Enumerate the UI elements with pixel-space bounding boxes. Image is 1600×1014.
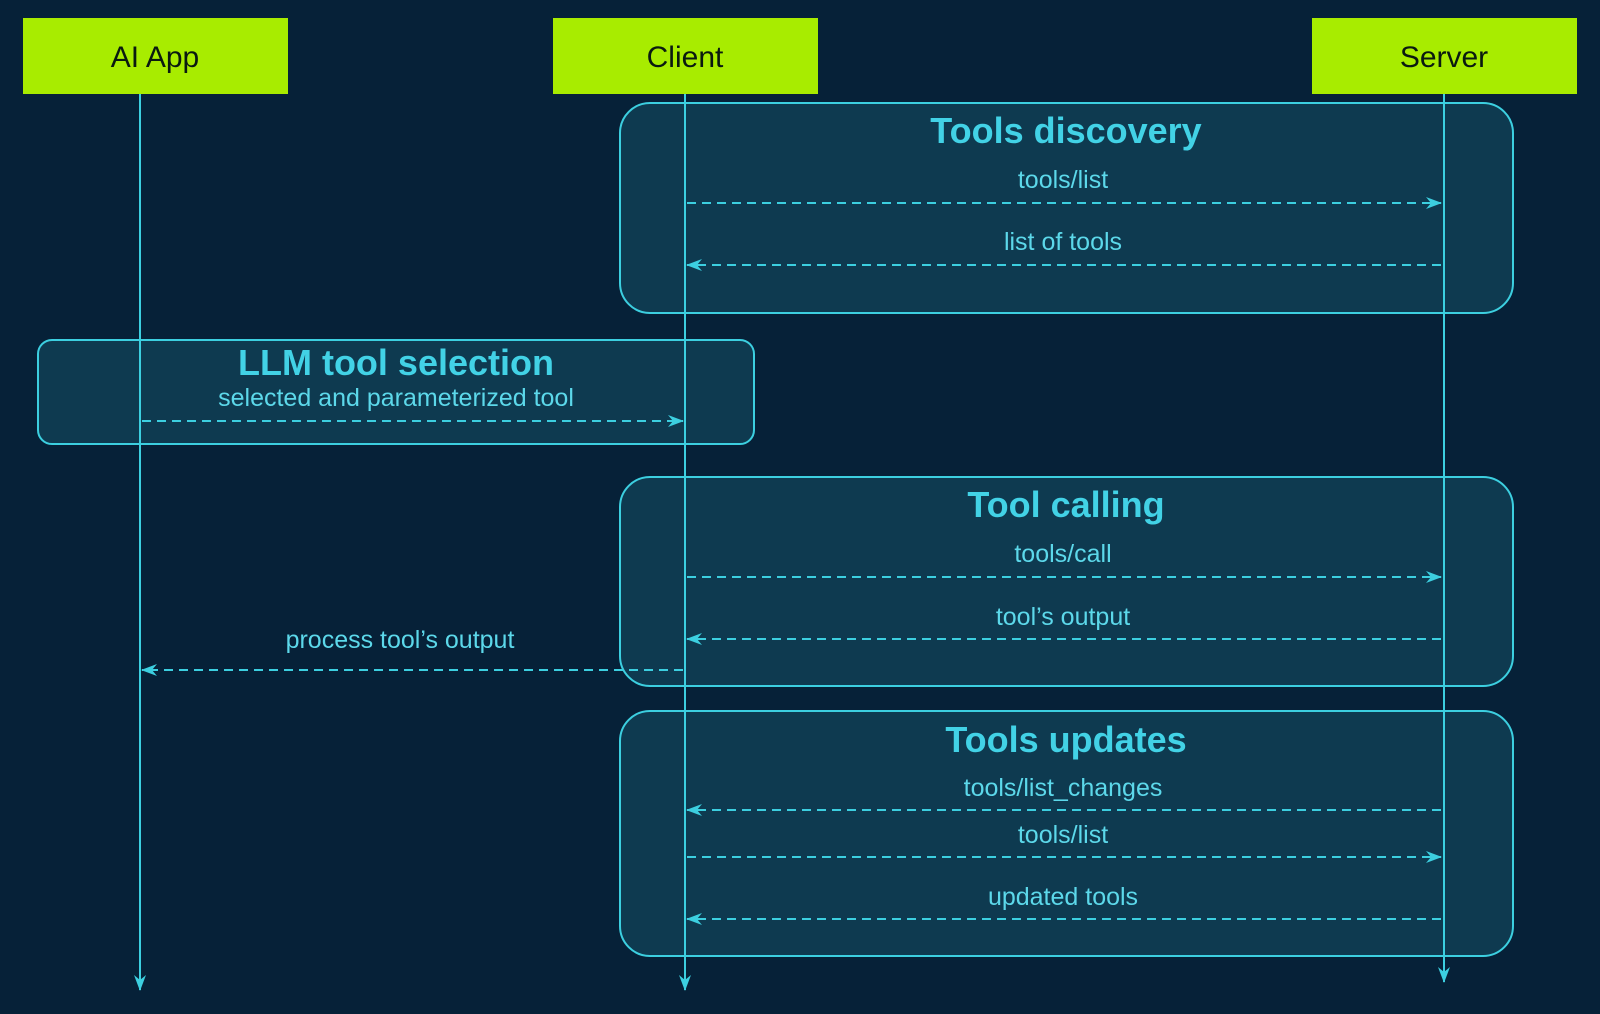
msg-label-tools-list: tools/list (1018, 166, 1108, 194)
msg-label-tools-list-2: tools/list (1018, 821, 1108, 849)
actor-client-label: Client (647, 41, 724, 74)
group-llm-tool-selection (37, 339, 755, 445)
group-title-calling: Tool calling (967, 484, 1164, 525)
group-title-updates: Tools updates (945, 719, 1186, 760)
actor-ai-app-label: AI App (111, 41, 199, 74)
group-tools-updates (619, 710, 1514, 957)
msg-label-selected-tool: selected and parameterized tool (218, 384, 574, 412)
msg-label-list-of-tools: list of tools (1004, 228, 1122, 256)
actor-client-box (553, 18, 818, 94)
group-title-discovery: Tools discovery (930, 110, 1201, 151)
group-tools-discovery (619, 102, 1514, 314)
msg-label-list-changes: tools/list_changes (964, 774, 1163, 802)
actor-ai-app-box (23, 18, 288, 94)
group-tool-calling (619, 476, 1514, 687)
msg-label-updated-tools: updated tools (988, 883, 1138, 911)
actor-server-label: Server (1400, 41, 1488, 74)
msg-label-tool-output: tool’s output (996, 603, 1130, 631)
actor-server-box (1312, 18, 1577, 94)
msg-label-process-output: process tool’s output (286, 626, 515, 654)
group-title-selection: LLM tool selection (238, 342, 554, 383)
msg-label-tools-call: tools/call (1014, 540, 1111, 568)
